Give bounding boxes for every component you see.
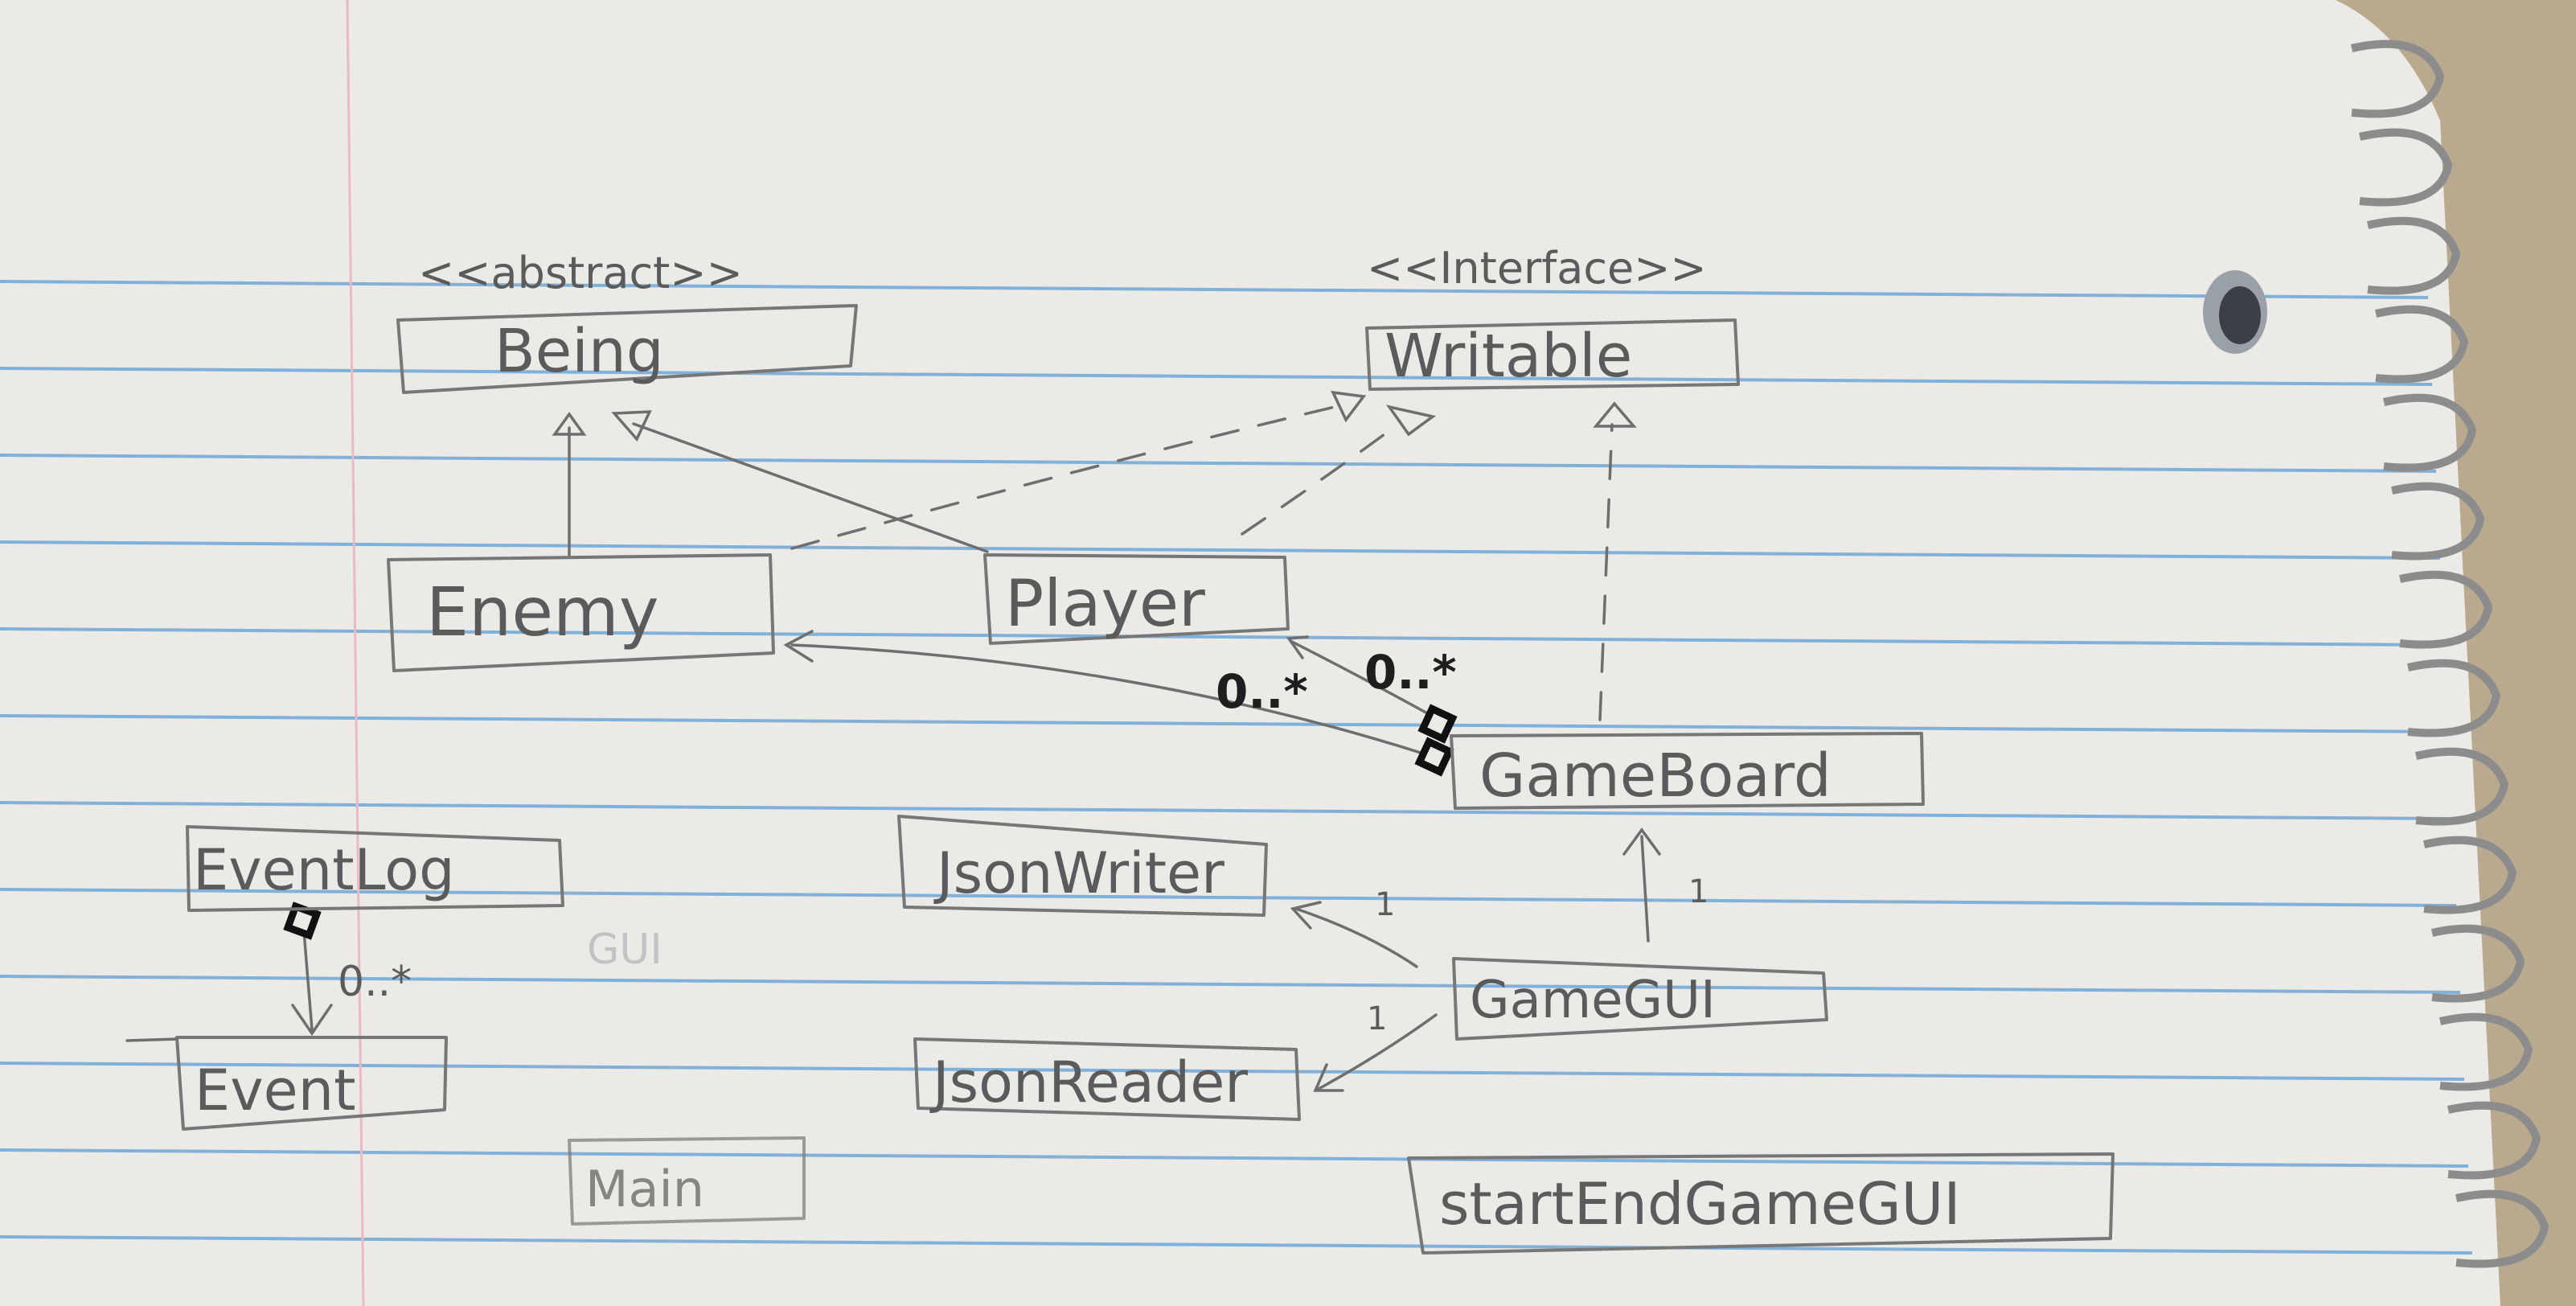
- realization-arrowhead: [1593, 401, 1637, 428]
- class-name: Being: [494, 317, 664, 386]
- class-name: Player: [1005, 566, 1205, 641]
- multiplicity-label: 1: [1367, 1000, 1387, 1037]
- class-name: Enemy: [426, 573, 659, 651]
- multiplicity-label: 1: [1688, 873, 1708, 910]
- stereotype-label: <<abstract>>: [418, 248, 743, 298]
- class-name: EventLog: [193, 837, 455, 903]
- class-name: startEndGameGUI: [1439, 1170, 1961, 1238]
- aggregation-diamond: [1417, 704, 1458, 744]
- class-startendgamegui: startEndGameGUI: [1407, 1152, 2115, 1255]
- spiral-binding: [2350, 39, 2549, 1268]
- class-jsonwriter: JsonWriter: [897, 815, 1268, 917]
- aggregation-diamond: [283, 901, 322, 940]
- multiplicity-label: 1: [1375, 886, 1395, 923]
- edge-player-writable: [1241, 433, 1386, 536]
- edge-gamegui-jsonwriter: [1294, 907, 1418, 968]
- edge-gamegui-jsonreader: [1317, 1013, 1438, 1090]
- class-player: Player: [983, 553, 1290, 645]
- realization-arrowhead: [1331, 390, 1367, 423]
- class-name: Main: [585, 1160, 704, 1218]
- class-event: Event: [125, 1036, 448, 1131]
- margin-line: [346, 0, 365, 1306]
- multiplicity-label: 0..*: [1216, 664, 1308, 719]
- ruled-lines: [0, 280, 2473, 1255]
- class-name: JsonWriter: [933, 840, 1224, 906]
- class-eventlog: EventLog: [186, 825, 564, 912]
- class-being: <<abstract>> Being: [396, 248, 858, 394]
- class-main: Main: [568, 1136, 806, 1226]
- edge-eventlog-event: [302, 930, 314, 1031]
- class-enemy: Enemy: [387, 553, 775, 672]
- class-name: Event: [195, 1058, 356, 1123]
- faint-gui-mark: GUI: [587, 926, 662, 974]
- stereotype-label: <<Interface>>: [1367, 243, 1707, 294]
- edge-gameboard-writable: [1598, 423, 1614, 721]
- multiplicity-label: 0..*: [1364, 645, 1457, 700]
- class-gamegui: GameGUI: [1452, 957, 1828, 1041]
- class-name: Writable: [1384, 322, 1632, 391]
- generalization-arrowhead: [552, 412, 587, 436]
- edge-player-being: [632, 422, 989, 553]
- class-writable: <<Interface>> Writable: [1365, 243, 1740, 391]
- aggregation-diamond: [1414, 737, 1454, 777]
- class-name: GameBoard: [1479, 741, 1832, 811]
- edge-gameboard-enemy: [790, 643, 1425, 755]
- diagram-edges: [283, 390, 1661, 1092]
- multiplicity-label: 0..*: [338, 958, 412, 1006]
- edge-enemy-writable: [790, 405, 1336, 550]
- edge-gameboard-player: [1289, 639, 1439, 721]
- class-jsonreader: JsonReader: [913, 1037, 1301, 1121]
- edge-gamegui-gameboard: [1640, 835, 1650, 943]
- class-name: GameGUI: [1470, 971, 1716, 1030]
- realization-arrowhead: [1385, 405, 1437, 437]
- notebook-page: [0, 0, 2500, 1306]
- class-name: JsonReader: [929, 1049, 1248, 1115]
- generalization-arrowhead: [611, 410, 652, 442]
- class-gameboard: GameBoard: [1450, 732, 1925, 811]
